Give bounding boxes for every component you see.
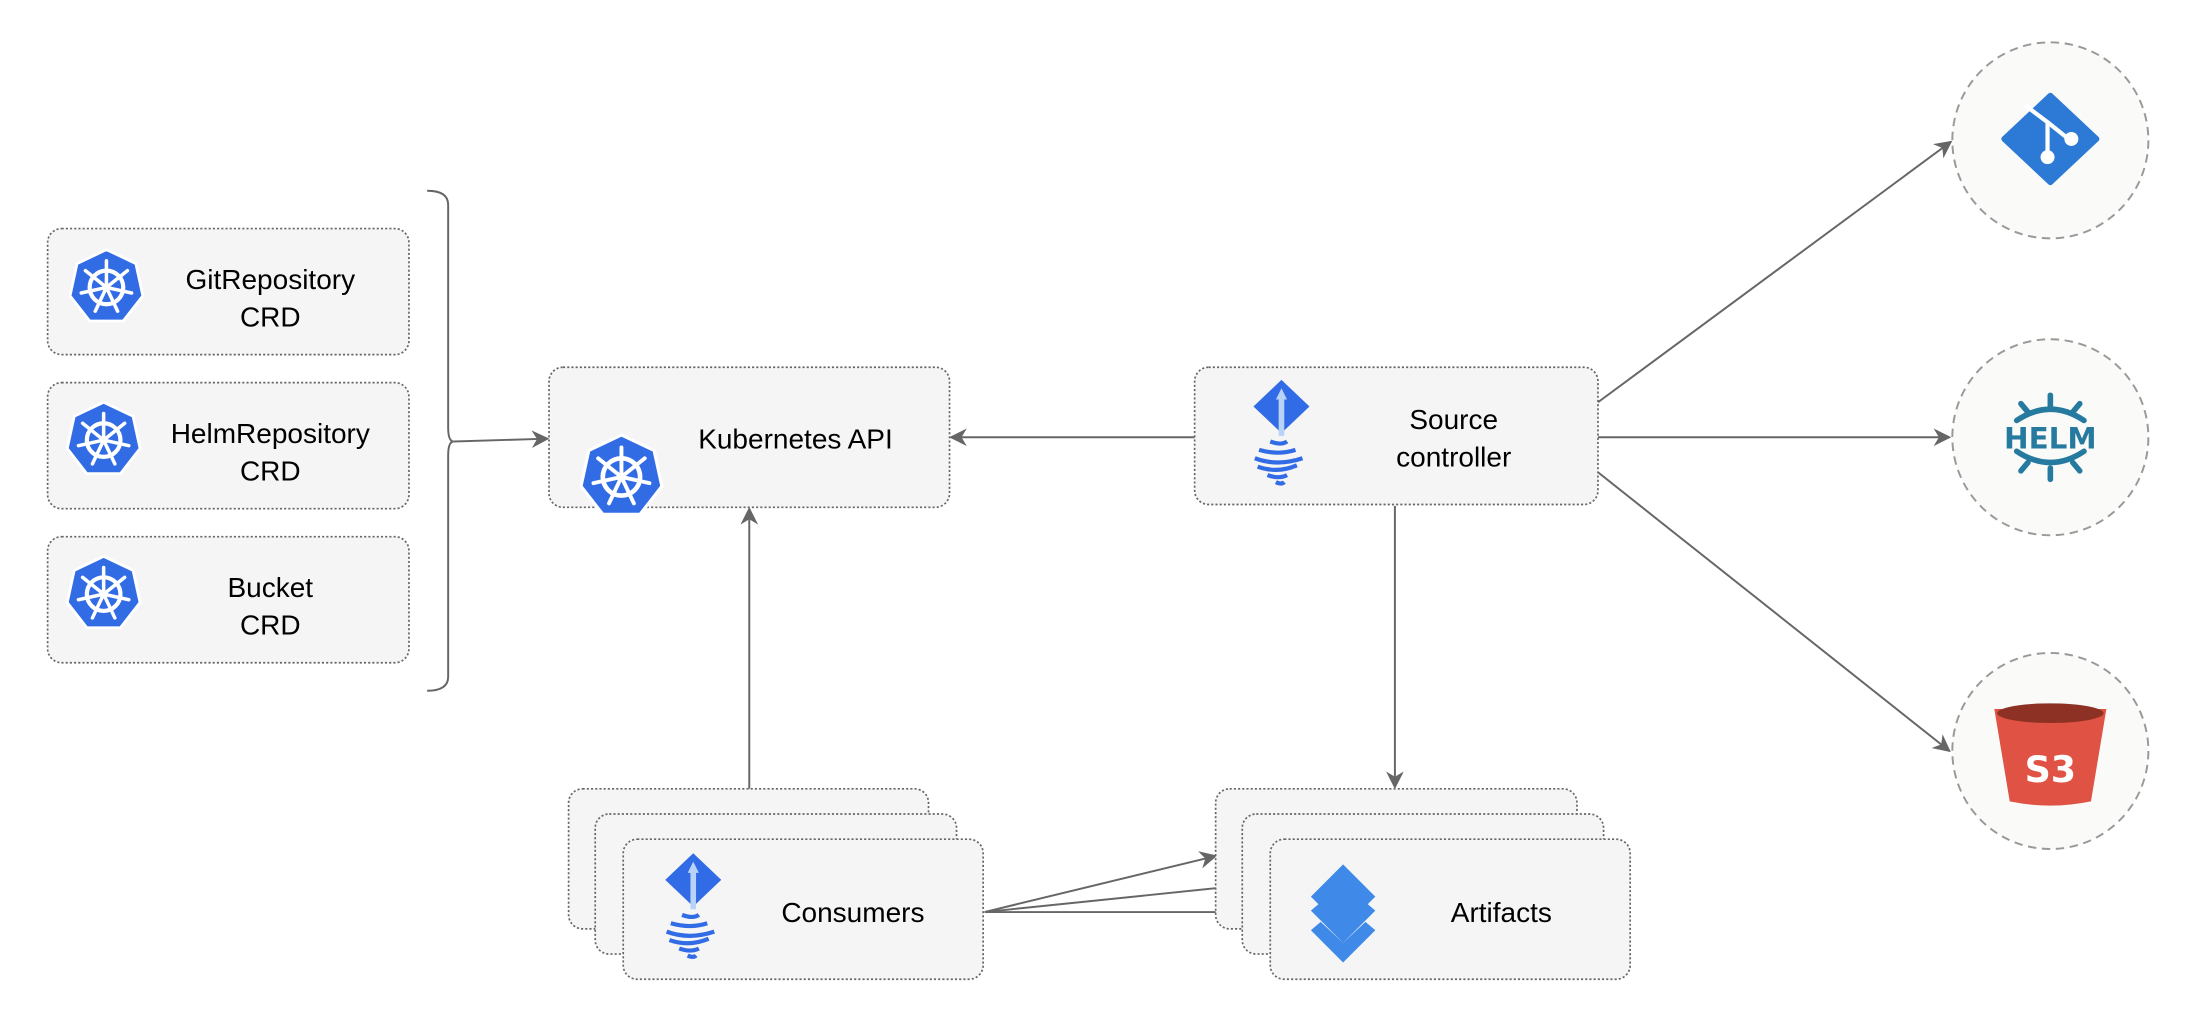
svg-text:controller: controller (1396, 442, 1511, 473)
svg-text:Source: Source (1409, 404, 1498, 435)
svg-text:CRD: CRD (240, 610, 301, 641)
git-icon (2001, 92, 2100, 186)
git-repository-crd-node[interactable]: GitRepository CRD (46, 227, 410, 356)
helm-repository-crd-node[interactable]: HelmRepository CRD (46, 381, 410, 510)
edge-source-controller-to-git (1597, 140, 1953, 404)
s3-bucket-icon: S3 (1994, 703, 2107, 806)
edge-source-controller-to-s3 (1597, 471, 1951, 753)
kubernetes-icon (67, 556, 140, 627)
svg-text:HelmRepository: HelmRepository (171, 418, 370, 449)
svg-text:Bucket: Bucket (227, 572, 313, 603)
edge-consumers-to-artifacts-1 (984, 851, 1218, 913)
git-source-node[interactable] (1951, 41, 2150, 240)
consumers-node[interactable]: Consumers (567, 787, 984, 981)
source-controller-node[interactable]: Source controller (1193, 366, 1599, 506)
helm-source-node[interactable]: HELM (1951, 338, 2150, 537)
svg-text:CRD: CRD (240, 302, 301, 333)
crd-group-brace (427, 189, 454, 692)
kubernetes-api-node[interactable]: Kubernetes API (548, 366, 951, 514)
s3-source-node[interactable]: S3 (1951, 651, 2150, 851)
svg-text:CRD: CRD (240, 456, 301, 487)
edge-crds-to-kubernetes-api (453, 430, 550, 448)
svg-text:Kubernetes API: Kubernetes API (698, 423, 893, 454)
edge-consumers-to-artifacts-2 (984, 878, 1245, 914)
svg-text:S3: S3 (2025, 748, 2077, 791)
bucket-crd-node[interactable]: Bucket CRD (46, 535, 410, 664)
helm-icon: HELM (2004, 392, 2097, 483)
kubernetes-icon (581, 435, 662, 514)
kubernetes-icon (70, 250, 143, 321)
helm-logo-text: HELM (2004, 421, 2097, 455)
svg-text:GitRepository: GitRepository (185, 264, 355, 295)
layers-icon (1310, 864, 1376, 963)
svg-text:Artifacts: Artifacts (1451, 897, 1552, 928)
kubernetes-icon (67, 402, 140, 473)
svg-text:Consumers: Consumers (781, 897, 924, 928)
artifacts-node[interactable]: Artifacts (1214, 787, 1632, 981)
